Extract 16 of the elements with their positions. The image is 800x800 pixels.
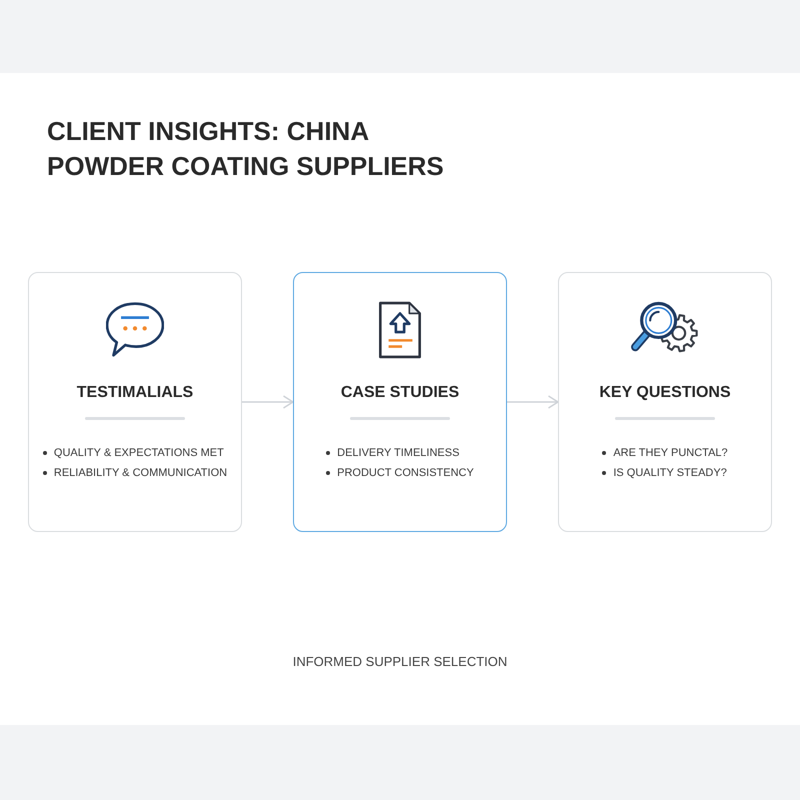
bullet-text: IS QUALITY STEADY? [613,466,727,481]
card-heading: TESTIMALIALS [76,383,194,403]
info-card [293,272,507,532]
bullet-text: RELIABILITY & COMMUNICATION [54,466,228,481]
bullet-text: PRODUCT CONSISTENCY [337,466,474,481]
bullet-text: QUALITY & EXPECTATIONS MET [54,446,224,461]
card-heading: KEY QUESTIONS [599,383,731,403]
connector-arrow [242,395,294,409]
diagram-title: CLIENT INSIGHTS: CHINA POWDER COATING SUPPLIERS [47,115,445,183]
info-card [558,272,772,532]
info-card [28,272,242,532]
footer-caption: INFORMED SUPPLIER SELECTION [292,653,508,671]
bullet-text: ARE THEY PUNCTAL? [613,446,728,461]
connector-arrow [507,395,559,409]
card-heading: CASE STUDIES [340,383,460,403]
bullet-text: DELIVERY TIMELINESS [337,446,460,461]
